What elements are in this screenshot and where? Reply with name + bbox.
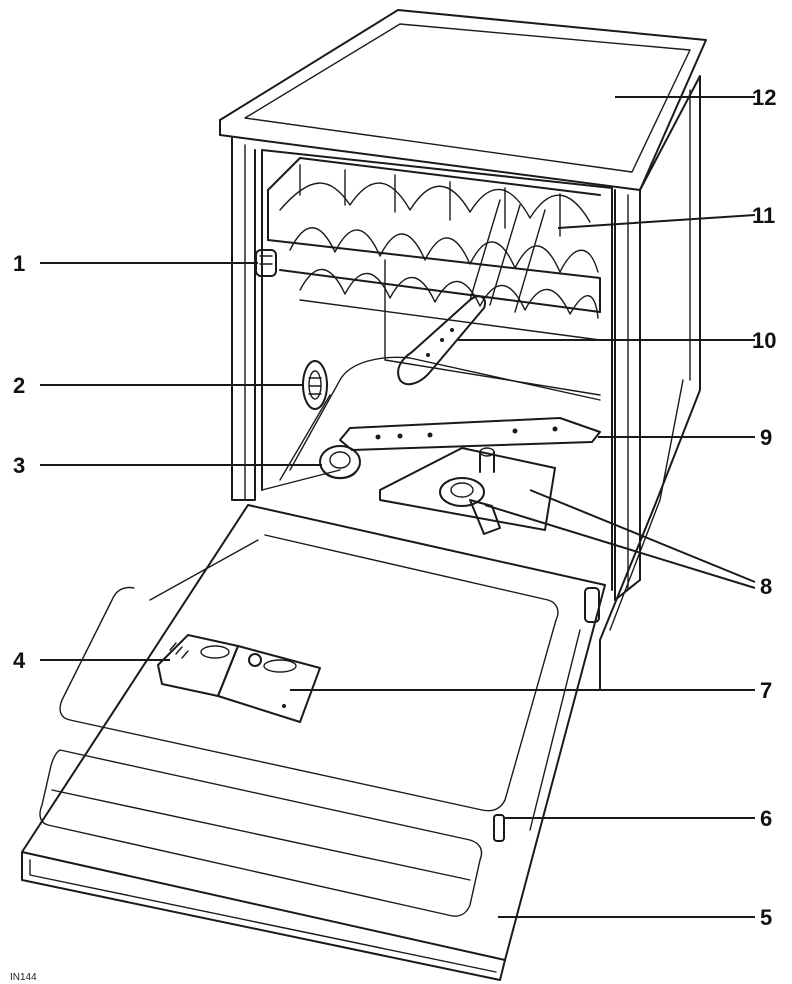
leader-line-8a [529,489,756,583]
detergent-dispenser [157,634,239,697]
upper-basket [267,157,601,341]
callout-3: 3 [13,453,25,478]
lower-spray-arm [339,417,601,451]
door-latch [493,814,505,842]
callout-5: 5 [760,905,772,930]
rinse-aid-dispenser [217,645,321,723]
filter-assembly [379,447,556,535]
callout-6: 6 [760,806,772,831]
callout-4: 4 [13,648,26,673]
door [21,504,606,981]
worktop [219,9,707,191]
tub-interior [261,149,613,591]
rinse-aid-indicator [302,360,328,410]
upper-spray-arm [397,295,486,386]
callout-7: 7 [760,678,772,703]
basket-rail-stop [255,249,277,277]
leader-line-8b [484,504,756,589]
callout-2: 2 [13,373,25,398]
image-code: IN144 [10,972,37,983]
leader-lines [40,96,756,918]
callout-11: 11 [752,203,775,228]
callout-8: 8 [760,574,772,599]
callout-12: 12 [752,85,776,110]
callout-9: 9 [760,425,772,450]
callout-labels: 1 2 3 4 5 6 7 8 9 10 11 12 [13,85,776,930]
salt-container-cap [319,445,361,480]
callout-10: 10 [752,328,776,353]
callout-1: 1 [13,251,25,276]
leader-line-11 [557,214,756,229]
